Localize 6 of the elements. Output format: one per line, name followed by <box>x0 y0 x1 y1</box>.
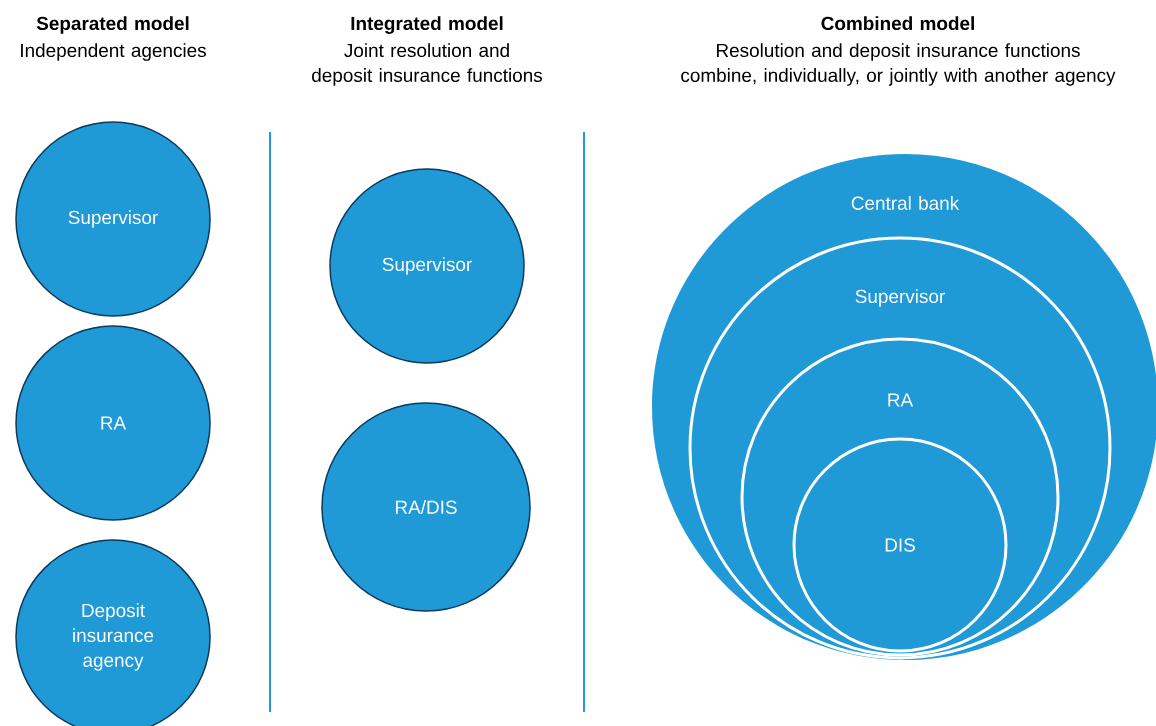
subheading: Independent agencies <box>21 43 206 61</box>
heading: Combined model <box>821 16 974 31</box>
subheading: Joint resolution and deposit insurance functions <box>312 43 542 86</box>
heading: Integrated model <box>351 16 503 34</box>
subheading: Resolution and deposit insurance functions combine, individually, or jointly with another agency <box>681 43 1116 86</box>
heading: Separated model <box>36 16 189 34</box>
